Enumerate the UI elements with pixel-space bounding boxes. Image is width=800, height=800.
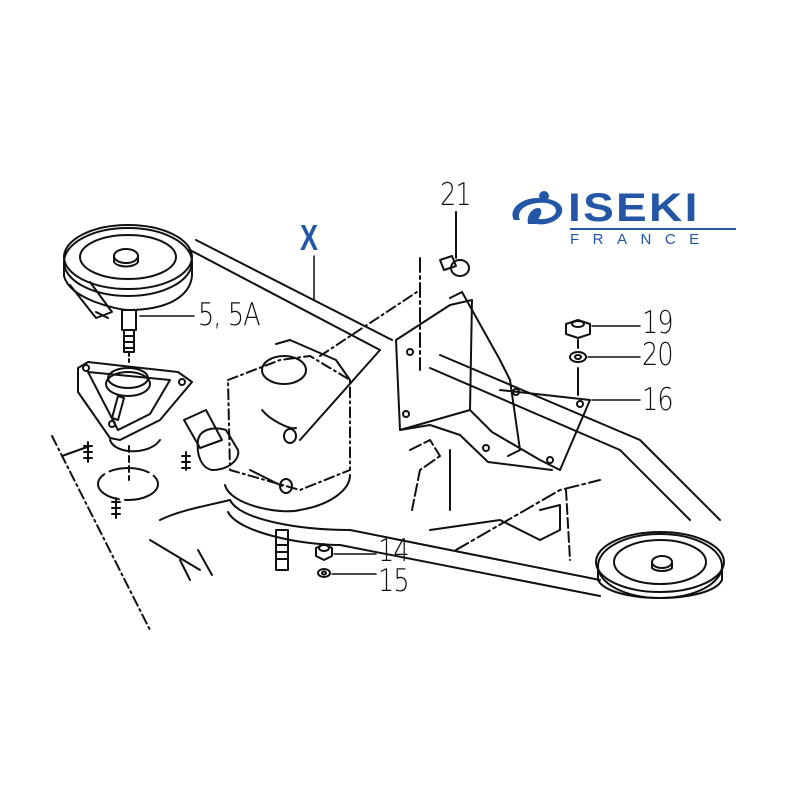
nut-washer-lower bbox=[315, 543, 333, 578]
lower-shaft bbox=[275, 529, 289, 571]
right-pulley bbox=[595, 531, 725, 599]
brand-subtitle: FRANCE bbox=[570, 231, 713, 248]
callout-5-5a: 5, 5A bbox=[198, 297, 261, 333]
callout-21: 21 bbox=[440, 177, 472, 213]
deck-plate bbox=[51, 435, 231, 631]
drive-belt bbox=[95, 239, 721, 597]
callout-20: 20 bbox=[642, 337, 674, 373]
left-pulley bbox=[63, 224, 193, 319]
brand-logo: ISEKI FRANCE bbox=[508, 186, 740, 250]
callout-19: 19 bbox=[642, 305, 674, 341]
gearbox bbox=[183, 289, 421, 513]
mounting-bracket bbox=[395, 291, 591, 471]
brand-name: ISEKI bbox=[568, 186, 700, 230]
callout-14: 14 bbox=[378, 533, 410, 569]
leader-lines bbox=[139, 255, 641, 575]
brand-divider bbox=[570, 228, 736, 230]
nut-washer-right bbox=[565, 319, 591, 396]
callout-15: 15 bbox=[378, 563, 410, 599]
bolt-21 bbox=[419, 211, 470, 371]
iseki-swirl-logo-icon bbox=[512, 191, 563, 225]
callout-16: 16 bbox=[642, 382, 674, 418]
view-marker-x: X bbox=[300, 217, 319, 258]
frame-brackets bbox=[409, 439, 601, 561]
spindle-bolt bbox=[121, 309, 137, 363]
bearing-housing bbox=[77, 361, 193, 481]
